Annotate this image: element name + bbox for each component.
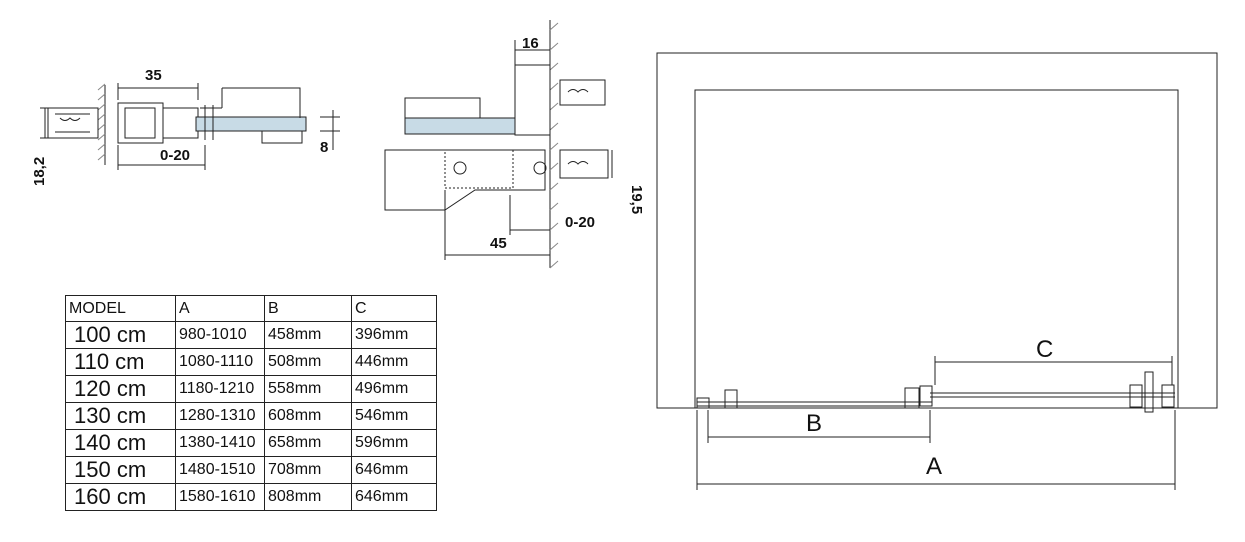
- dim-0-20: 0-20: [160, 147, 190, 164]
- dim-0-20-middle: 0-20: [565, 214, 595, 231]
- cell-b: 458mm: [264, 321, 352, 349]
- cell-b: 608mm: [264, 402, 352, 430]
- cell-b: 808mm: [264, 483, 352, 511]
- dim-35: 35: [145, 67, 162, 84]
- header-model: MODEL: [65, 295, 176, 322]
- dim-a-label: A: [926, 453, 942, 480]
- dim-c-label: C: [1036, 336, 1053, 363]
- dim-18-2: 18,2: [31, 157, 48, 186]
- wall-profile-detail: 35 0-20 18,2 8: [31, 67, 340, 186]
- cell-b: 658mm: [264, 429, 352, 457]
- cell-c: 546mm: [351, 402, 437, 430]
- table-header: MODEL A B C: [65, 295, 437, 322]
- header-a: A: [175, 295, 265, 322]
- plan-view: A B C: [656, 52, 1218, 490]
- cell-a: 1480-1510: [175, 456, 265, 484]
- cell-a: 1380-1410: [175, 429, 265, 457]
- dim-8: 8: [320, 139, 328, 156]
- dim-16: 16: [522, 35, 539, 52]
- cell-c: 446mm: [351, 348, 437, 376]
- cell-c: 496mm: [351, 375, 437, 403]
- cell-c: 596mm: [351, 429, 437, 457]
- dim-45: 45: [490, 235, 507, 252]
- cell-a: 1580-1610: [175, 483, 265, 511]
- corner-profile-detail: 16 19,5 0-20 45: [384, 20, 645, 269]
- cell-b: 708mm: [264, 456, 352, 484]
- cell-c: 646mm: [351, 483, 437, 511]
- dim-19-5: 19,5: [628, 185, 645, 214]
- header-c: C: [351, 295, 437, 322]
- cell-model: 100 cm: [65, 321, 176, 349]
- cell-model: 110 cm: [65, 348, 176, 376]
- cell-c: 396mm: [351, 321, 437, 349]
- cell-model: 160 cm: [65, 483, 176, 511]
- header-b: B: [264, 295, 352, 322]
- cell-model: 140 cm: [65, 429, 176, 457]
- cell-model: 120 cm: [65, 375, 176, 403]
- cell-model: 150 cm: [65, 456, 176, 484]
- cell-b: 558mm: [264, 375, 352, 403]
- cell-b: 508mm: [264, 348, 352, 376]
- dim-b-label: B: [806, 410, 822, 437]
- cell-a: 980-1010: [175, 321, 265, 349]
- cell-a: 1280-1310: [175, 402, 265, 430]
- cell-a: 1080-1110: [175, 348, 265, 376]
- cell-c: 646mm: [351, 456, 437, 484]
- cell-model: 130 cm: [65, 402, 176, 430]
- cell-a: 1180-1210: [175, 375, 265, 403]
